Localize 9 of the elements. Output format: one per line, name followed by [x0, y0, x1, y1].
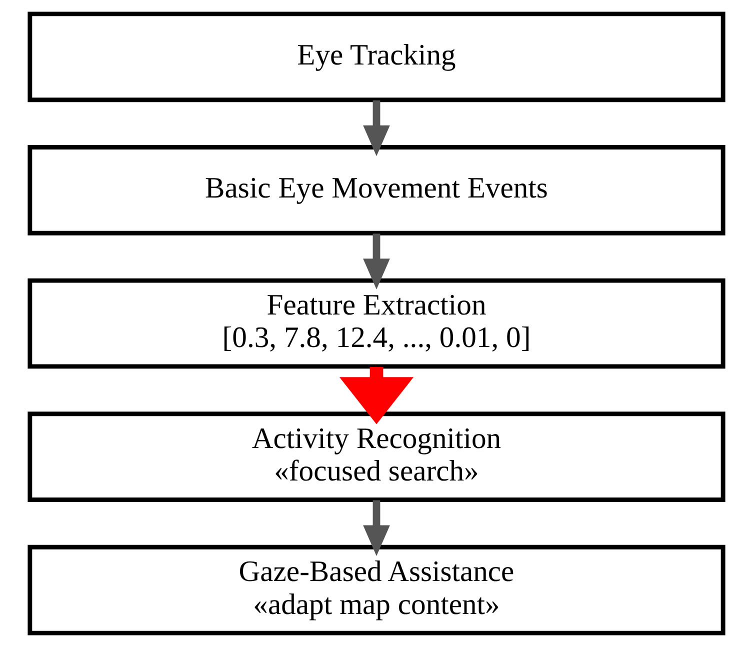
node-box: Feature Extraction [0.3, 7.8, 12.4, ..., 0.01, 0]: [28, 278, 726, 369]
arrow: [363, 234, 390, 290]
node-box: Gaze-Based Assistance «adapt map content»: [28, 544, 726, 636]
node-box: Eye Tracking: [28, 12, 726, 102]
node-box: Basic Eye Movement Events: [28, 145, 726, 236]
node-box: Activity Recognition «focused search»: [28, 412, 726, 502]
arrow: [363, 500, 390, 556]
arrow: [363, 100, 390, 156]
arrow: [339, 366, 414, 424]
